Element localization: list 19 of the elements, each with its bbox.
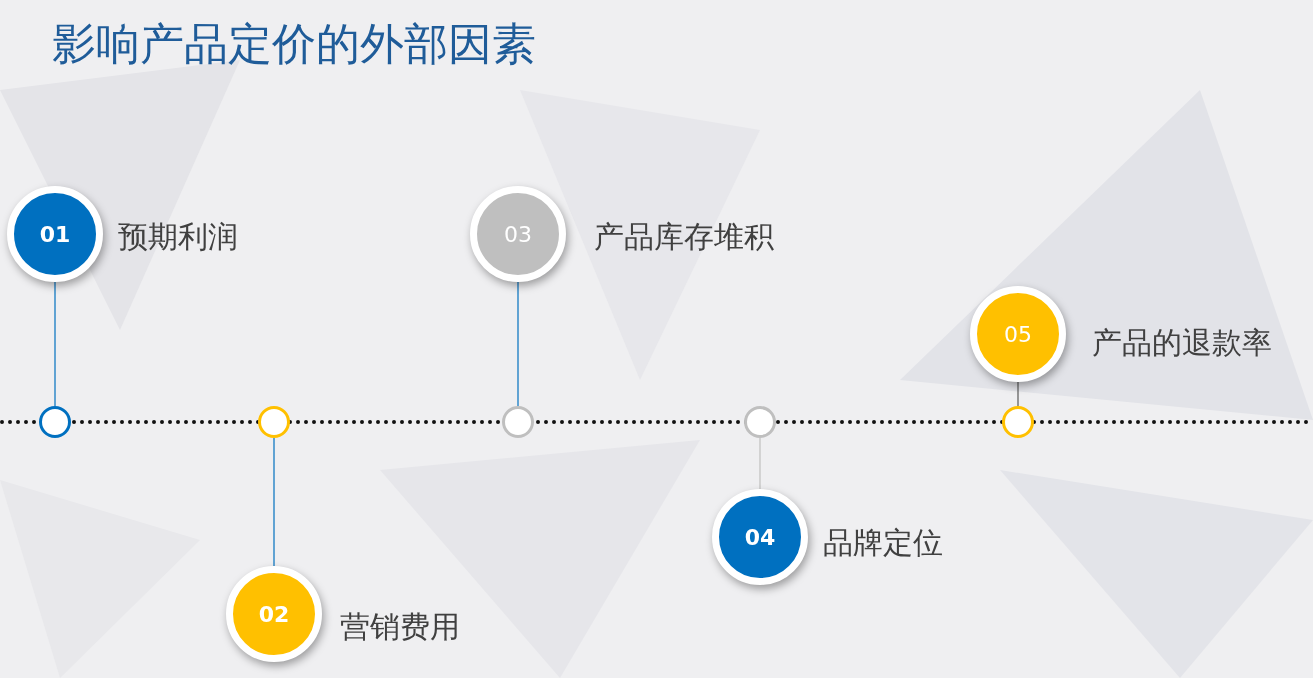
factor-label: 营销费用 — [340, 612, 460, 642]
timeline-marker — [502, 406, 534, 438]
number-circle: 02 — [226, 566, 322, 662]
factor-label: 预期利润 — [118, 222, 238, 252]
timeline-marker — [744, 406, 776, 438]
timeline-marker — [258, 406, 290, 438]
title: 影响产品定价的外部因素 — [52, 18, 536, 71]
factor-label: 产品的退款率 — [1092, 328, 1272, 358]
number-circle: 04 — [712, 489, 808, 585]
timeline-marker — [1002, 406, 1034, 438]
timeline-marker — [39, 406, 71, 438]
connector-line — [517, 281, 519, 407]
number-circle: 01 — [7, 186, 103, 282]
connector-line — [54, 281, 56, 407]
connector-line — [273, 437, 275, 567]
connector-line — [1017, 381, 1019, 407]
factor-label: 产品库存堆积 — [594, 222, 774, 252]
factor-label: 品牌定位 — [823, 528, 943, 558]
number-circle: 03 — [470, 186, 566, 282]
